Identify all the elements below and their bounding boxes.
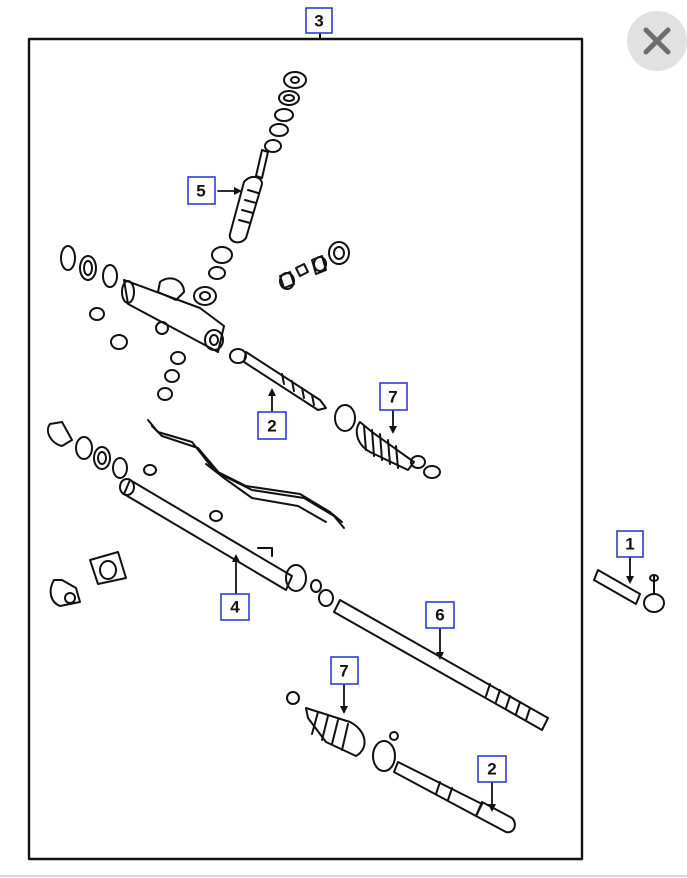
pinion-shaft xyxy=(208,149,269,280)
valve-housing xyxy=(60,245,225,401)
svg-text:1: 1 xyxy=(625,535,634,554)
bellows-boot-lower xyxy=(286,691,399,772)
bellows-boot-upper xyxy=(334,404,441,479)
svg-text:3: 3 xyxy=(314,12,323,31)
callout-leader-lines xyxy=(217,190,631,809)
callout-2-lower: 2 xyxy=(477,755,507,783)
rack-housing-tube xyxy=(119,464,307,592)
rack-washer xyxy=(318,589,334,607)
callout-3: 3 xyxy=(305,7,333,34)
svg-text:2: 2 xyxy=(487,760,496,779)
close-button[interactable] xyxy=(627,11,687,71)
mounting-bracket-left xyxy=(49,579,81,607)
pinion-seal-stack xyxy=(264,71,307,153)
inner-tie-rod-lower-part xyxy=(393,761,516,834)
svg-text:4: 4 xyxy=(230,598,240,617)
callout-2-upper: 2 xyxy=(257,411,287,440)
rack-washer xyxy=(310,579,322,593)
svg-text:7: 7 xyxy=(388,388,397,407)
outer-tie-rod-end-part xyxy=(593,569,665,613)
callout-6: 6 xyxy=(425,601,455,629)
lower-seal-stack xyxy=(46,421,128,479)
adjuster-parts xyxy=(279,241,350,290)
svg-text:5: 5 xyxy=(196,182,205,201)
hydraulic-lines xyxy=(147,419,345,529)
svg-text:7: 7 xyxy=(339,662,348,681)
svg-text:6: 6 xyxy=(435,606,444,625)
inner-tie-rod-upper-part xyxy=(229,348,327,411)
callout-1: 1 xyxy=(616,530,644,558)
callout-7-lower: 7 xyxy=(330,656,359,685)
callout-4: 4 xyxy=(220,593,250,621)
callout-5: 5 xyxy=(187,176,216,205)
close-icon xyxy=(643,27,671,55)
steering-rack-bar xyxy=(333,599,549,731)
svg-text:2: 2 xyxy=(267,417,276,436)
assembly-frame xyxy=(27,37,584,861)
mounting-bushing xyxy=(89,551,127,585)
callout-7-upper: 7 xyxy=(379,382,408,411)
